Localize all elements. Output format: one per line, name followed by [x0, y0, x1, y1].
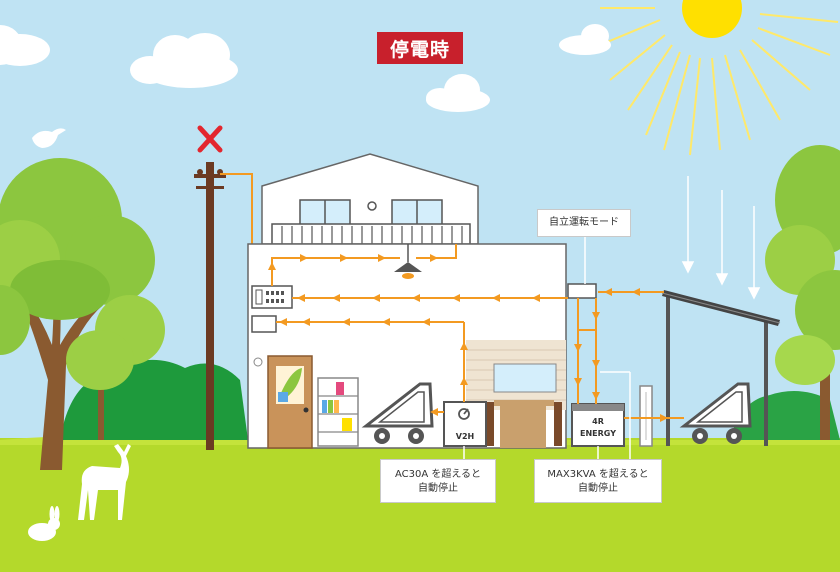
- bird-icon: [32, 128, 66, 148]
- tree: [66, 330, 134, 440]
- cloud: [130, 33, 238, 88]
- ac-limit-line2: 自動停止: [418, 483, 458, 494]
- tree: [765, 145, 840, 440]
- max-limit-line2: 自動停止: [578, 483, 618, 494]
- distribution-board: [251, 285, 293, 309]
- page-title: 停電時: [377, 32, 463, 64]
- mode-callout-text: 自立運転モード: [549, 217, 619, 228]
- cloud: [0, 25, 50, 66]
- v2h-label: V2H: [456, 432, 474, 441]
- ev-car-icon: [361, 382, 434, 444]
- hedge: [730, 391, 840, 440]
- energy-label-line2: ENERGY: [580, 429, 616, 438]
- disconnected-x-icon: [197, 125, 223, 153]
- bookshelf: [317, 377, 359, 447]
- 4r-energy-unit: [571, 403, 625, 447]
- intercom-icon: [253, 357, 263, 367]
- power-conditioner: [567, 283, 597, 299]
- deer-icon: [78, 444, 131, 520]
- lamp-icon: [394, 244, 422, 279]
- max-limit-line1: MAX3KVA を超えると: [547, 469, 649, 480]
- sub-breaker-box: [251, 315, 277, 333]
- door: [267, 355, 313, 449]
- cloud: [559, 24, 611, 55]
- ac-limit-callout: AC30A を超えると 自動停止: [380, 459, 496, 503]
- max-limit-callout: MAX3KVA を超えると 自動停止: [534, 459, 662, 503]
- v2h-unit: [443, 401, 487, 447]
- energy-label-line1: 4R: [592, 417, 604, 426]
- ac-limit-line1: AC30A を超えると: [394, 469, 482, 480]
- cloud: [426, 74, 490, 112]
- sun-icon: [599, 0, 839, 156]
- rabbit-icon: [28, 506, 60, 541]
- charging-stand: [639, 385, 653, 447]
- tree: [0, 158, 165, 470]
- solar-carport: [661, 290, 781, 446]
- mode-callout: 自立運転モード: [537, 209, 631, 237]
